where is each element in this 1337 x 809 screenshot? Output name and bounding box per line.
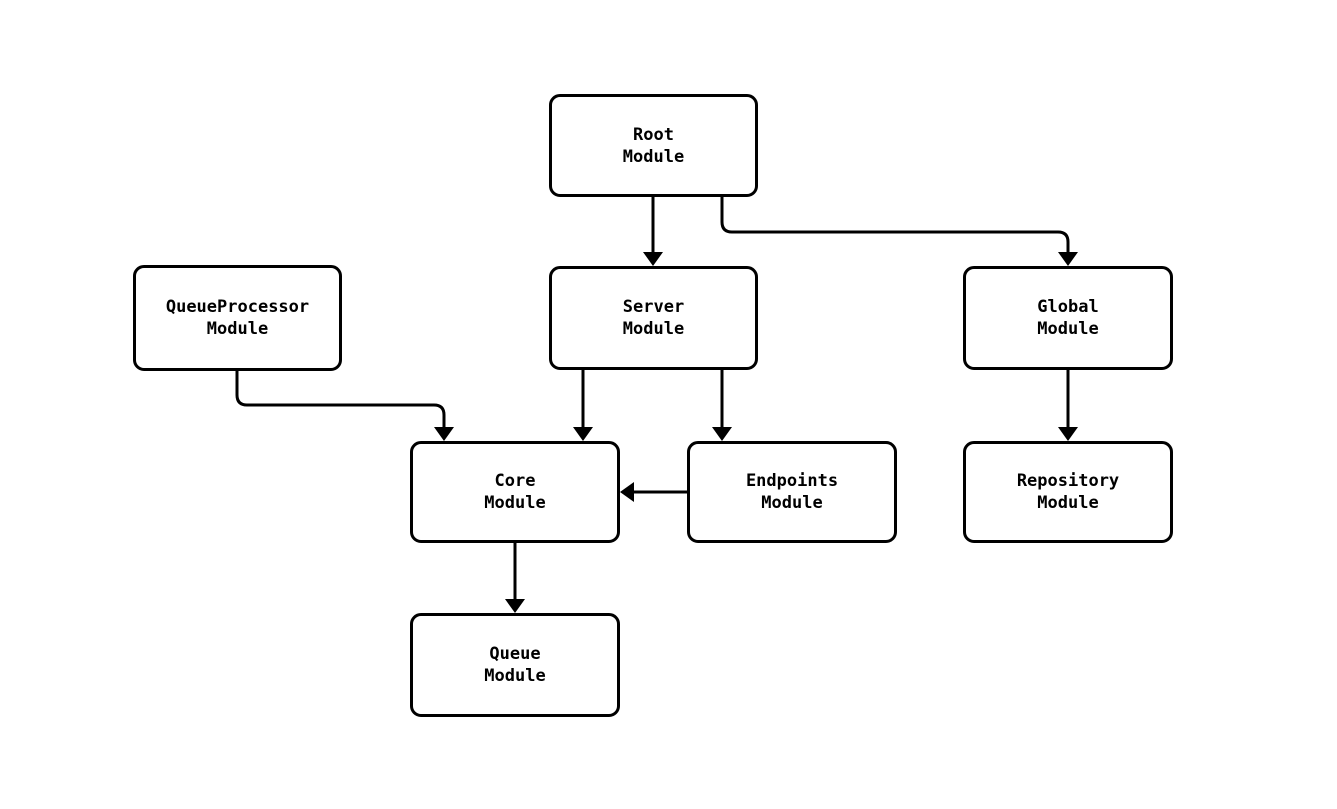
node-label-line1: Root — [633, 124, 674, 145]
node-label-line2: Module — [206, 319, 269, 339]
node-label-line2: Module — [484, 666, 546, 686]
node-label-line1: QueueProcessor — [165, 297, 310, 317]
arrowhead-down-icon — [573, 427, 593, 441]
edge-server-to-core — [573, 370, 593, 441]
node-label-line1: Global — [1037, 297, 1099, 317]
node-label-line2: Module — [1037, 319, 1099, 339]
node-label-line2: Module — [761, 493, 823, 513]
node-queue-module[interactable]: Queue Module — [410, 613, 620, 717]
edge-root-to-server — [643, 197, 663, 266]
node-core-module[interactable]: Core Module — [410, 441, 620, 543]
node-server-module[interactable]: Server Module — [549, 266, 758, 370]
node-label-line1: Repository — [1016, 471, 1120, 491]
edge-endpoints-to-core — [620, 482, 687, 502]
arrowhead-down-icon — [1058, 427, 1078, 441]
arrowhead-down-icon — [505, 599, 525, 613]
edge-core-to-queue — [505, 543, 525, 613]
node-label-line2: Module — [484, 493, 546, 513]
arrowhead-down-icon — [712, 427, 732, 441]
arrowhead-down-icon — [434, 427, 454, 441]
node-label-line2: Module — [622, 146, 685, 167]
node-endpoints-module[interactable]: Endpoints Module — [687, 441, 897, 543]
node-root-module[interactable]: Root Module — [549, 94, 758, 197]
node-label-line1: Queue — [489, 644, 541, 664]
edge-global-to-repository — [1058, 370, 1078, 441]
node-queueprocessor-module[interactable]: QueueProcessor Module — [133, 265, 342, 371]
node-label-line2: Module — [622, 319, 685, 339]
node-label-line1: Endpoints — [745, 471, 839, 491]
node-label-line2: Module — [1037, 493, 1099, 513]
node-repository-module[interactable]: Repository Module — [963, 441, 1173, 543]
node-label-line1: Server — [622, 297, 685, 317]
edge-server-to-endpoints — [712, 370, 732, 441]
arrowhead-down-icon — [643, 252, 663, 266]
edge-queueprocessor-to-core — [235, 371, 454, 441]
arrowhead-left-icon — [620, 482, 634, 502]
node-global-module[interactable]: Global Module — [963, 266, 1173, 370]
edge-root-to-global — [720, 197, 1078, 266]
arrowhead-down-icon — [1058, 252, 1078, 266]
edge-line — [720, 197, 1070, 252]
node-label-line1: Core — [494, 471, 536, 491]
edge-line — [235, 371, 446, 427]
